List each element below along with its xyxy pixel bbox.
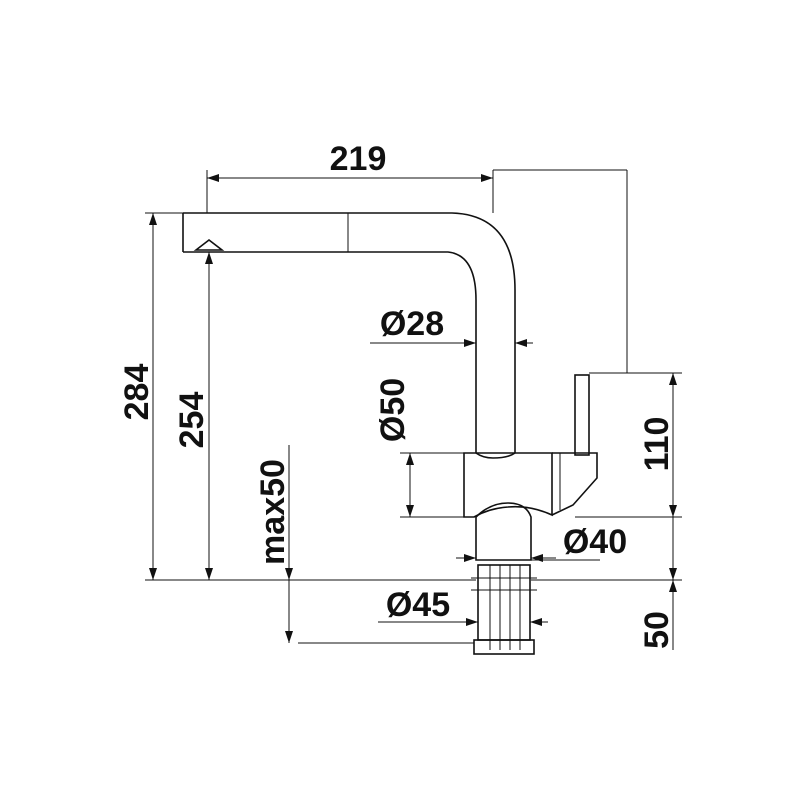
label-284: 284 xyxy=(118,364,156,421)
faucet-outline xyxy=(182,212,598,655)
label-254: 254 xyxy=(173,392,211,449)
label-dia-40: Ø40 xyxy=(563,523,627,561)
faucet-body xyxy=(463,452,553,518)
arrow-254-bottom xyxy=(205,568,213,580)
base-collar xyxy=(475,502,532,561)
label-dia-50: Ø50 xyxy=(374,378,412,442)
arrow-50b-bottom xyxy=(669,568,677,580)
arrow-28-left xyxy=(464,339,476,347)
lever-housing xyxy=(551,452,598,516)
arrow-110-bottom xyxy=(669,505,677,517)
label-110: 110 xyxy=(638,417,676,472)
arrow-219-right xyxy=(481,174,493,182)
arrow-110-top xyxy=(669,373,677,385)
arrow-45-right xyxy=(530,618,542,626)
label-max50: max50 xyxy=(254,459,292,565)
label-dia-45: Ø45 xyxy=(386,586,450,624)
arrow-max50-top xyxy=(285,568,293,580)
lever-handle xyxy=(574,374,590,456)
arrow-254-top xyxy=(205,252,213,264)
dimension-labels: 219 284 254 max50 Ø28 Ø50 Ø40 Ø45 110 50 xyxy=(118,140,676,649)
arrow-219-left xyxy=(207,174,219,182)
arrow-28-right xyxy=(515,339,527,347)
arrow-max50-bottom xyxy=(285,631,293,643)
label-219: 219 xyxy=(330,140,387,178)
label-dia-28: Ø28 xyxy=(380,305,444,343)
arrow-50-bottom xyxy=(406,505,414,517)
spout-upper-arm xyxy=(183,212,516,453)
dimension-lines xyxy=(149,174,677,650)
shank-bottom-nut xyxy=(473,639,535,655)
aerator-icon xyxy=(193,238,225,251)
label-50: 50 xyxy=(638,611,676,649)
arrow-50b-top xyxy=(669,580,677,592)
arrow-284-top xyxy=(149,213,157,225)
faucet-neck xyxy=(475,452,516,459)
arrow-50-top xyxy=(406,453,414,465)
arrow-40-left xyxy=(464,554,476,562)
arrow-284-bottom xyxy=(149,568,157,580)
arrow-40-right xyxy=(531,554,543,562)
spout-lower-arm xyxy=(183,251,477,453)
extension-lines xyxy=(145,169,682,644)
threaded-shank xyxy=(477,564,531,641)
arrow-45-left xyxy=(466,618,478,626)
